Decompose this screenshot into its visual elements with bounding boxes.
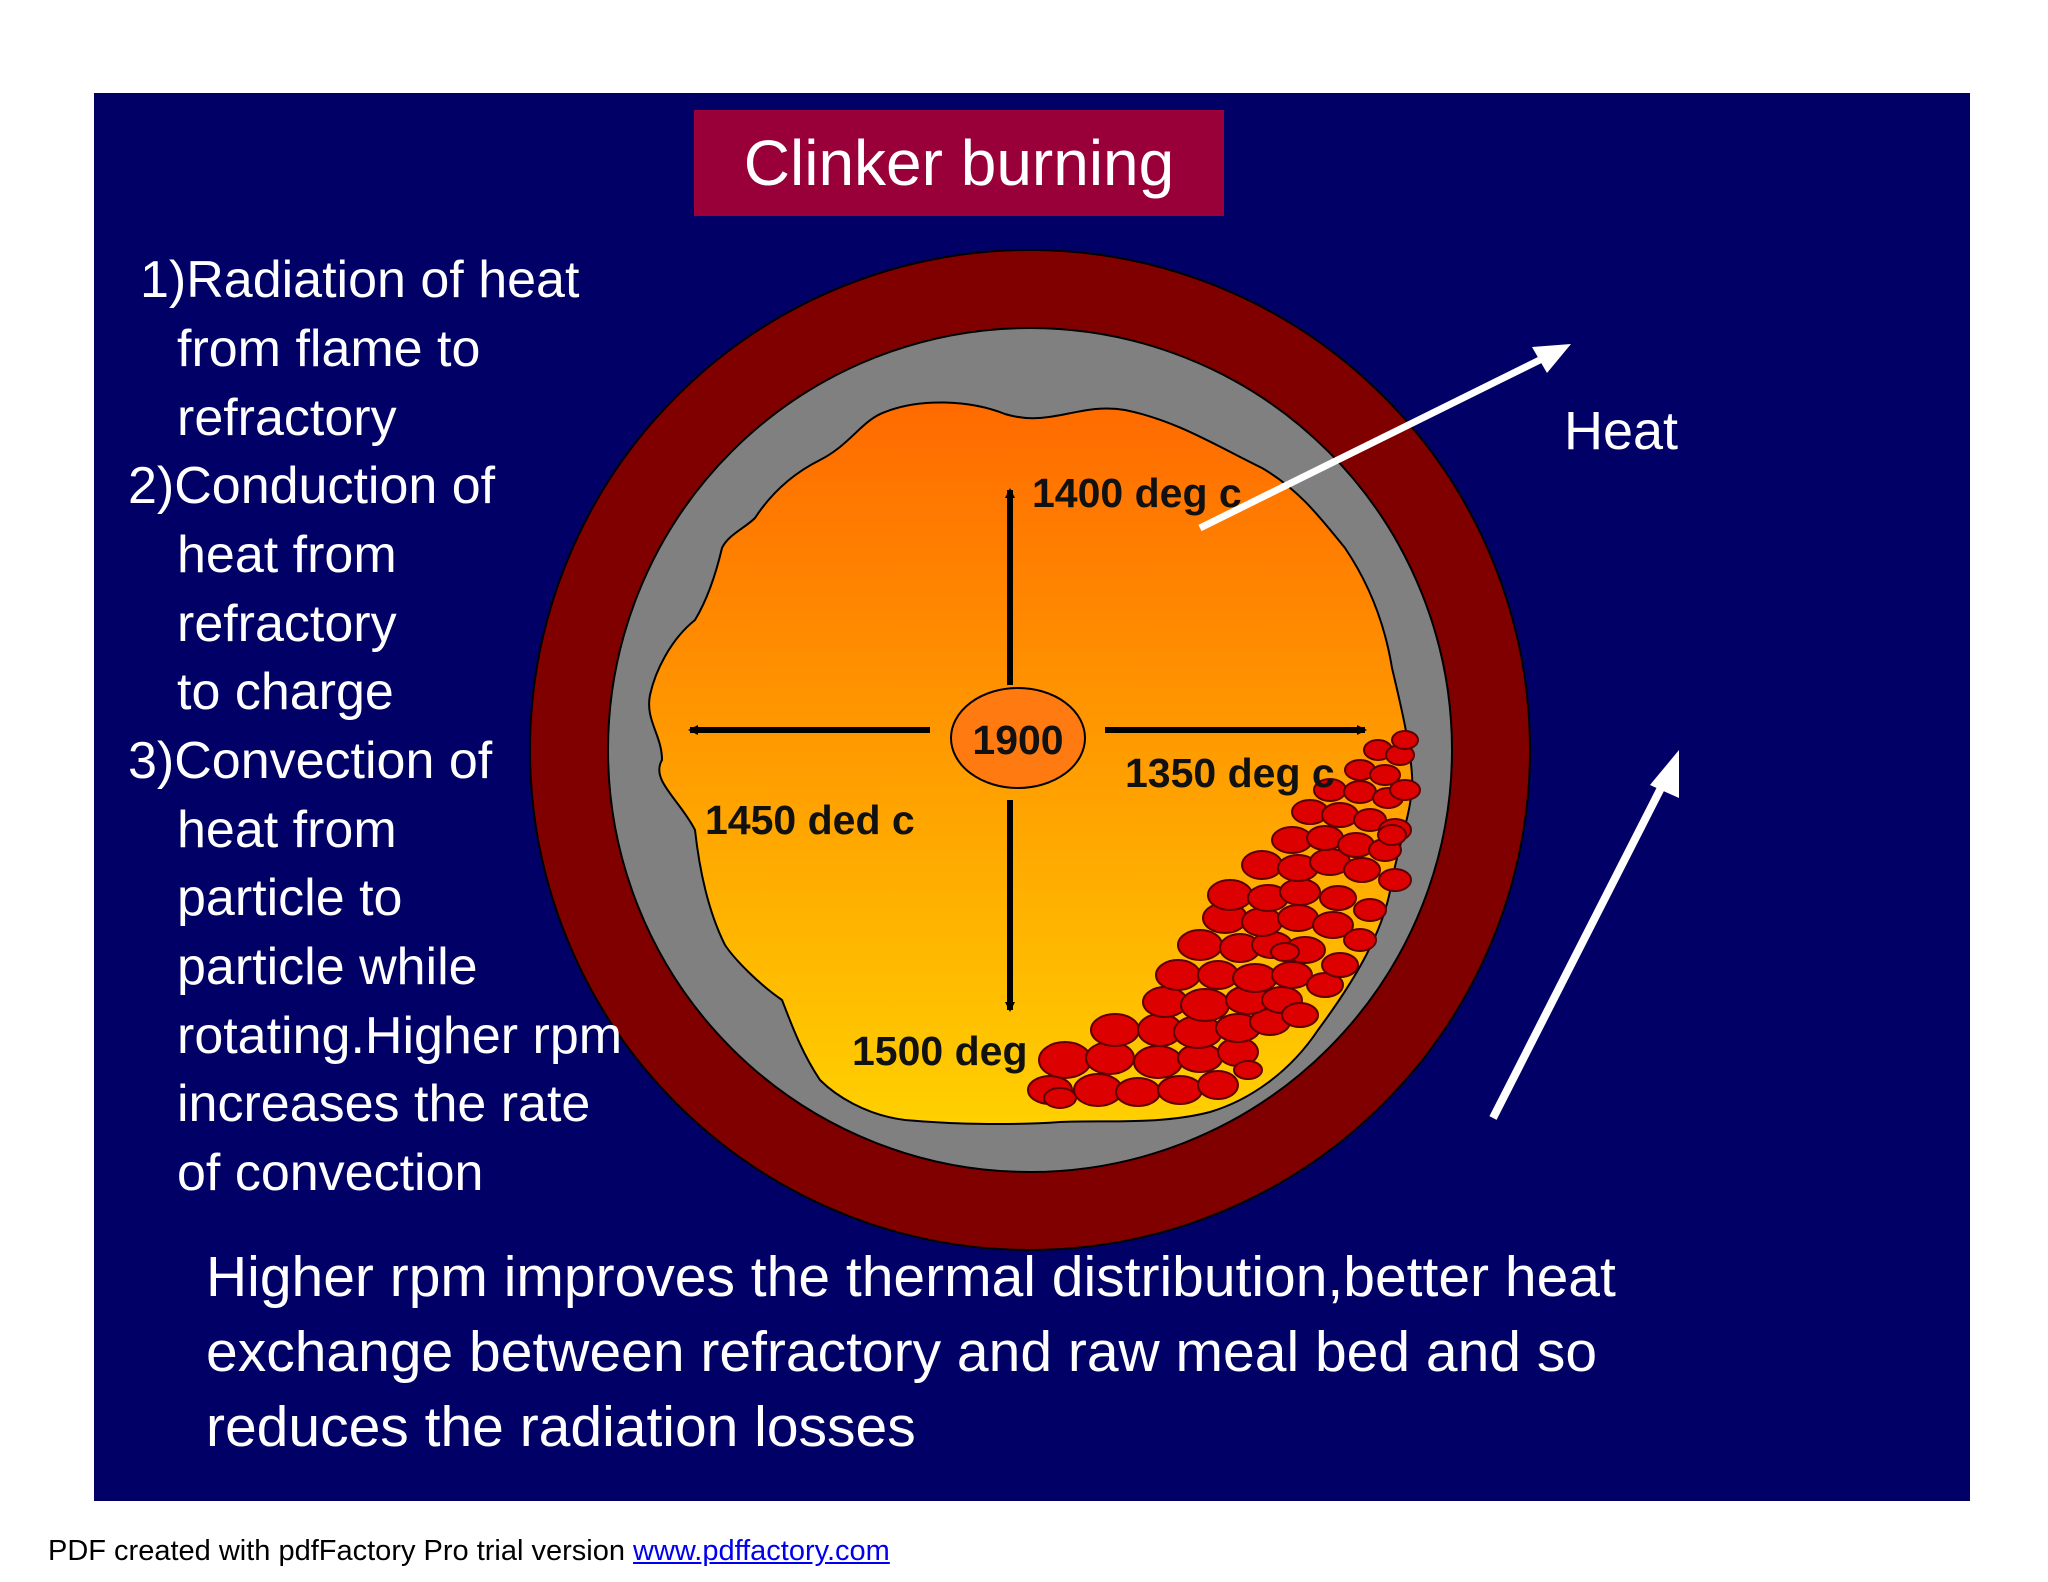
clinker-particle (1378, 868, 1412, 892)
clinker-particle (1389, 779, 1421, 801)
clinker-particle (1321, 802, 1359, 828)
heat-arrow-up-head (1650, 750, 1679, 798)
bottom-text-line: exchange between refractory and raw meal… (206, 1320, 1598, 1384)
right-temperature-label: 1350 deg c (1125, 750, 1335, 796)
clinker-particle-bed (1027, 730, 1421, 1109)
clinker-particle (1270, 942, 1300, 962)
title-box: Clinker burning (694, 110, 1224, 216)
clinker-particle (1232, 963, 1278, 993)
clinker-particle (1343, 857, 1381, 883)
clinker-particle (1241, 850, 1283, 880)
pdf-footer: PDF created with pdfFactory Pro trial ve… (48, 1535, 890, 1568)
left-text-line: refractory (177, 595, 397, 653)
clinker-particle (1085, 1041, 1135, 1075)
clinker-particle (1073, 1073, 1123, 1107)
clinker-particle (1038, 1041, 1092, 1079)
clinker-particle (1391, 730, 1419, 750)
clinker-particle (1180, 988, 1230, 1022)
footer-text: PDF created with pdfFactory Pro trial ve… (48, 1535, 634, 1567)
clinker-particle (1271, 961, 1313, 989)
clinker-particle (1207, 879, 1253, 911)
clinker-particle (1155, 959, 1201, 991)
clinker-particle (1177, 929, 1223, 961)
heat-arrow-out (1198, 346, 1562, 532)
clinker-particle (1279, 878, 1321, 906)
bottom-temperature-label: 1500 deg (852, 1028, 1028, 1074)
left-temperature-label: 1450 ded c (705, 797, 915, 843)
clinker-particle (1312, 911, 1354, 939)
left-text-line: rotating.Higher rpm (177, 1007, 623, 1065)
left-text-line: 3)Convection of (128, 732, 493, 790)
left-text-line: to charge (177, 663, 394, 721)
top-temperature-label: 1400 deg c (1032, 470, 1242, 516)
heat-arrow-up (1489, 784, 1666, 1120)
bottom-text-line: reduces the radiation losses (206, 1395, 916, 1459)
clinker-particle (1090, 1013, 1140, 1047)
clinker-particle (1241, 907, 1283, 937)
left-text-line: refractory (177, 389, 397, 447)
center-ellipse (950, 687, 1086, 789)
left-text-line: 2)Conduction of (128, 457, 496, 515)
clinker-particle (1157, 1075, 1203, 1105)
clinker-particle (1353, 898, 1387, 922)
left-text-line: particle to (177, 869, 403, 927)
clinker-particle (1115, 1077, 1161, 1107)
clinker-particle (1043, 1087, 1077, 1109)
clinker-particle (1377, 824, 1407, 846)
clinker-particle (1369, 764, 1401, 786)
left-text-line: from flame to (177, 320, 481, 378)
clinker-particle (1133, 1045, 1183, 1079)
clinker-particle (1277, 904, 1319, 932)
clinker-particle (1343, 780, 1377, 804)
clinker-particle (1281, 1002, 1319, 1028)
slide-title: Clinker burning (743, 127, 1175, 199)
left-text-line: 1)Radiation of heat (140, 251, 580, 309)
left-text-line: increases the rate (177, 1075, 591, 1133)
clinker-particle (1233, 1060, 1263, 1080)
left-text-line: heat from (177, 801, 397, 859)
clinker-particle (1337, 832, 1375, 858)
clinker-particle (1197, 1070, 1239, 1100)
center-value: 1900 (972, 717, 1063, 763)
clinker-particle (1321, 952, 1359, 978)
clinker-particle (1271, 826, 1313, 854)
left-text-line: of convection (177, 1144, 484, 1202)
clinker-particle (1319, 885, 1357, 911)
heat-label: Heat (1564, 401, 1679, 461)
clinker-particle (1343, 928, 1377, 952)
heat-arrow-out-head (1532, 344, 1571, 373)
footer-link[interactable]: www.pdffactory.com (633, 1535, 890, 1567)
clinker-particle (1197, 960, 1239, 990)
left-text-line: particle while (177, 938, 478, 996)
bottom-text-line: Higher rpm improves the thermal distribu… (206, 1245, 1616, 1309)
left-text-line: heat from (177, 526, 397, 584)
